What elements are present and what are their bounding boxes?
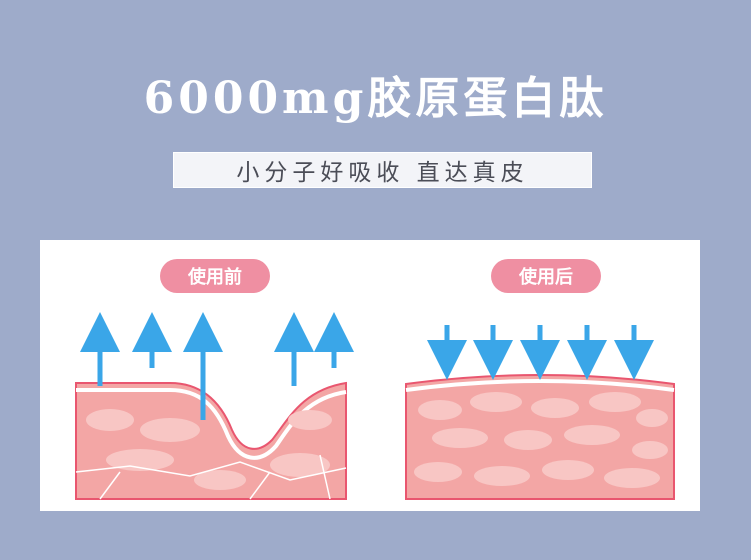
headline: 6000mg胶原蛋白肽 — [143, 73, 608, 124]
skin-after — [405, 374, 675, 500]
before-label: 使用前 — [188, 267, 242, 288]
comparison-panel: 使用前 使用后 — [40, 240, 700, 511]
arrows-up — [80, 312, 354, 420]
arrows-down — [427, 325, 654, 380]
before-badge: 使用前 — [160, 259, 270, 293]
after-label: 使用后 — [519, 267, 573, 288]
tagline: 小分子好吸收 直达真皮 — [236, 160, 529, 186]
tagline-box: 小分子好吸收 直达真皮 — [173, 152, 592, 188]
skin-before — [75, 381, 347, 500]
skin-illustration — [75, 312, 675, 500]
after-badge: 使用后 — [491, 259, 601, 293]
